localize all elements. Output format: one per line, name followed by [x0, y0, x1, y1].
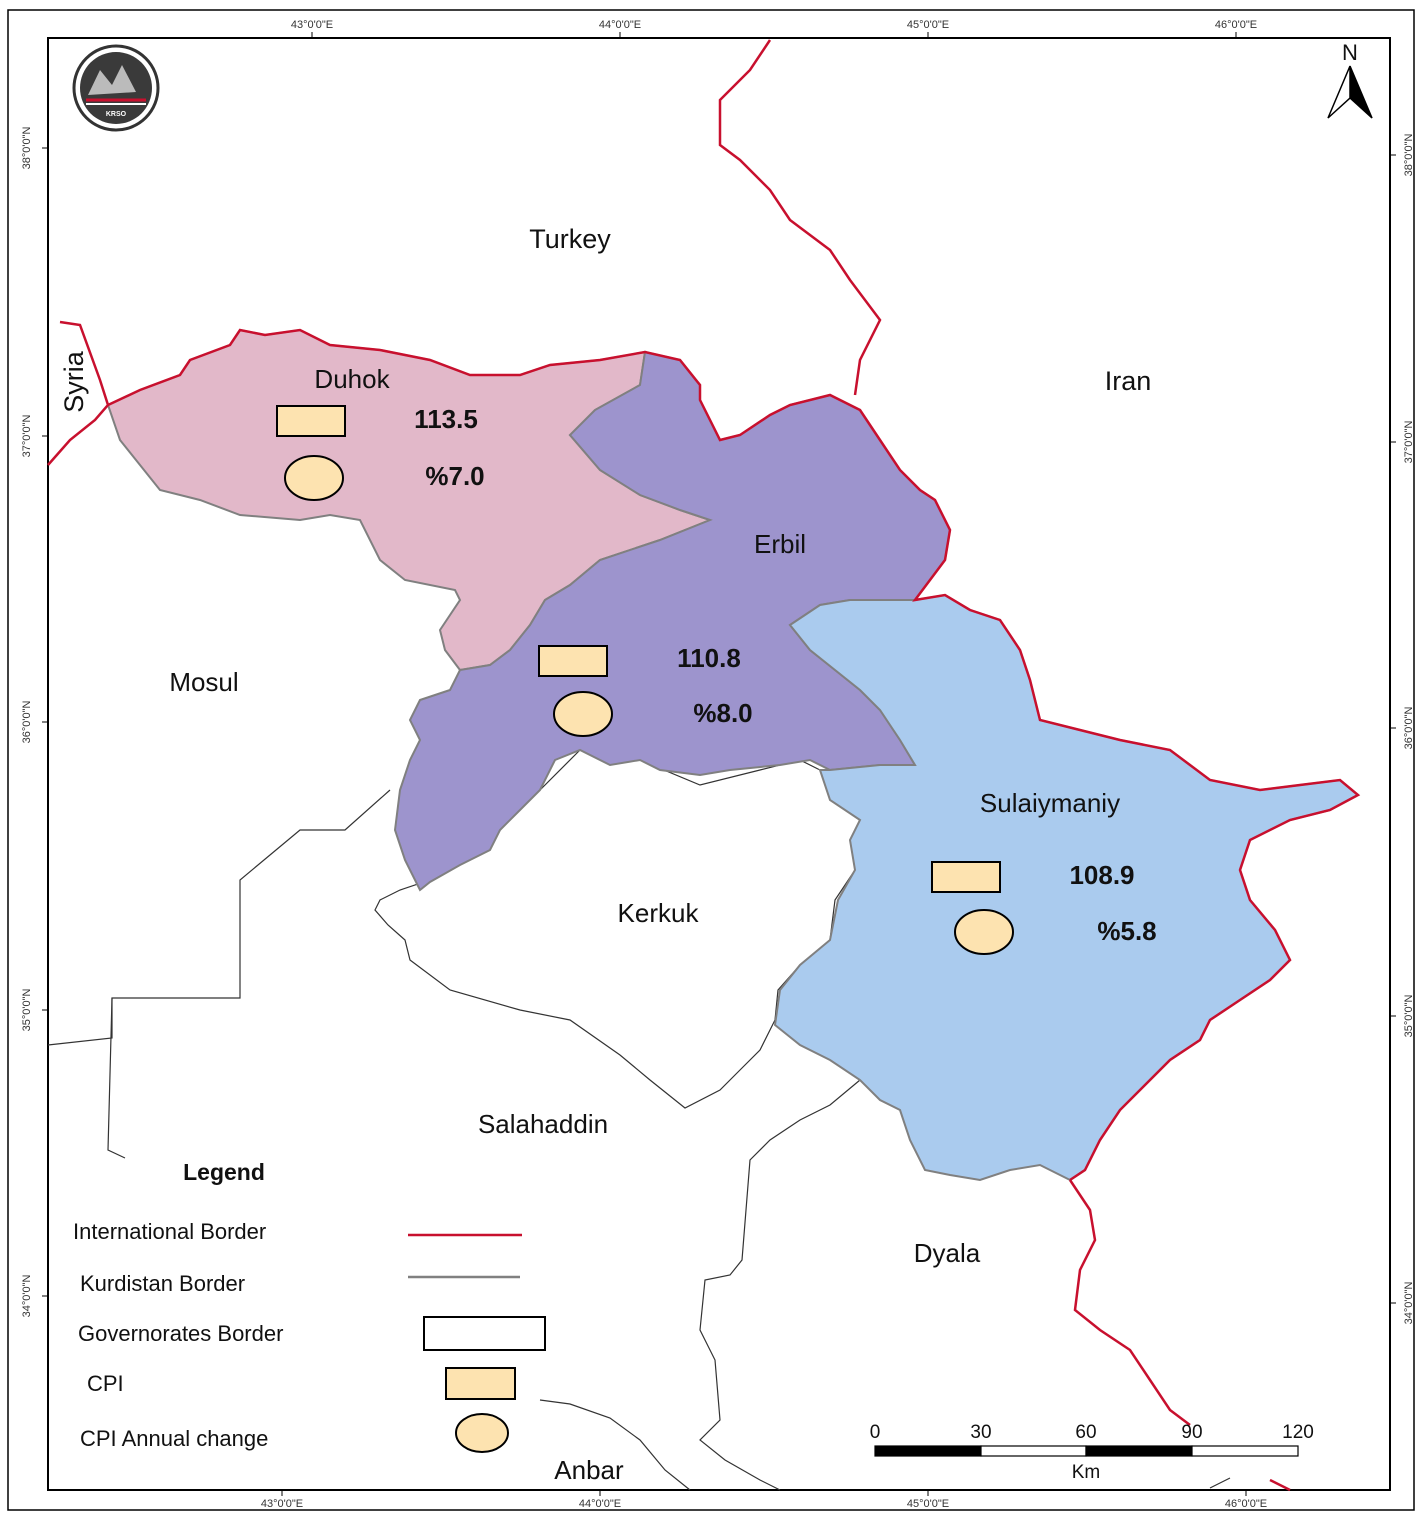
lat-label-left-1: 38°0'0"N	[21, 127, 33, 170]
international-borders	[47, 39, 1361, 1492]
scale-bar: 0 30 60 90 120 Km	[870, 1422, 1314, 1483]
legend: Legend International Border Kurdistan Bo…	[73, 1159, 546, 1453]
lon-label-bottom-2: 44°0'0"E	[579, 1498, 621, 1510]
erbil-cpi-box	[538, 645, 608, 677]
erbil-change-circle	[553, 691, 613, 737]
legend-cpi-annual-change-swatch	[455, 1413, 509, 1453]
duhok-cpi-box	[276, 405, 346, 437]
scale-tick-120: 120	[1282, 1422, 1314, 1443]
lon-label-top-1: 43°0'0"E	[291, 19, 333, 31]
lon-label-bottom-1: 43°0'0"E	[261, 1498, 303, 1510]
logo-text: KRSO	[106, 111, 127, 118]
legend-international-border-label: International Border	[73, 1219, 266, 1244]
lon-label-top-4: 46°0'0"E	[1215, 19, 1257, 31]
legend-cpi-label: CPI	[87, 1371, 124, 1396]
lat-label-right-1: 38°0'0"N	[1403, 134, 1415, 177]
sulaymaniyah-cpi-value: 108.9	[1069, 860, 1134, 890]
label-kerkuk: Kerkuk	[618, 898, 700, 928]
label-turkey: Turkey	[529, 224, 611, 254]
erbil-change-value: %8.0	[693, 698, 752, 728]
legend-title: Legend	[183, 1159, 265, 1185]
lon-label-top-2: 44°0'0"E	[599, 19, 641, 31]
scale-tick-30: 30	[970, 1422, 991, 1443]
legend-cpi-annual-change-label: CPI Annual change	[80, 1426, 268, 1451]
lat-label-left-4: 35°0'0"N	[21, 989, 33, 1032]
sulaymaniyah-change-value: %5.8	[1097, 916, 1156, 946]
north-arrow-icon: N	[1327, 40, 1373, 119]
scale-tick-90: 90	[1181, 1422, 1202, 1443]
erbil-cpi-value: 110.8	[677, 643, 741, 673]
scale-tick-60: 60	[1075, 1422, 1096, 1443]
lon-label-bottom-4: 46°0'0"E	[1225, 1498, 1267, 1510]
lat-label-right-3: 36°0'0"N	[1403, 707, 1415, 750]
graticule-ticks	[42, 32, 1396, 1496]
sulaymaniyah-change-circle	[954, 909, 1014, 955]
label-erbil: Erbil	[754, 529, 806, 559]
duhok-change-circle	[284, 455, 344, 501]
legend-governorates-border-label: Governorates Border	[78, 1321, 283, 1346]
lat-label-right-5: 34°0'0"N	[1403, 1282, 1415, 1325]
legend-governorates-border-swatch	[423, 1316, 546, 1351]
lon-label-bottom-3: 45°0'0"E	[907, 1498, 949, 1510]
legend-cpi-swatch	[445, 1367, 516, 1400]
lat-label-left-5: 34°0'0"N	[21, 1275, 33, 1318]
duhok-cpi-value: 113.5	[414, 404, 478, 434]
scale-tick-0: 0	[870, 1422, 881, 1443]
label-syria: Syria	[59, 350, 89, 412]
label-anbar: Anbar	[554, 1455, 624, 1485]
lat-label-left-3: 36°0'0"N	[21, 701, 33, 744]
label-iran: Iran	[1105, 366, 1152, 396]
label-dyala: Dyala	[914, 1238, 981, 1268]
lon-label-top-3: 45°0'0"E	[907, 19, 949, 31]
label-mosul: Mosul	[169, 667, 238, 697]
label-duhok: Duhok	[314, 364, 390, 394]
sulaymaniyah-cpi-box	[931, 861, 1001, 893]
lat-label-left-2: 37°0'0"N	[21, 415, 33, 458]
krso-logo-icon: KRSO	[72, 44, 160, 132]
scale-unit: Km	[1072, 1462, 1101, 1483]
legend-kurdistan-border-label: Kurdistan Border	[80, 1271, 245, 1296]
north-label: N	[1342, 40, 1358, 65]
lat-label-right-4: 35°0'0"N	[1403, 995, 1415, 1038]
lat-label-right-2: 37°0'0"N	[1403, 421, 1415, 464]
label-sulaymaniyah: Sulaiymaniy	[980, 788, 1120, 818]
duhok-change-value: %7.0	[425, 461, 484, 491]
label-salahaddin: Salahaddin	[478, 1109, 608, 1139]
